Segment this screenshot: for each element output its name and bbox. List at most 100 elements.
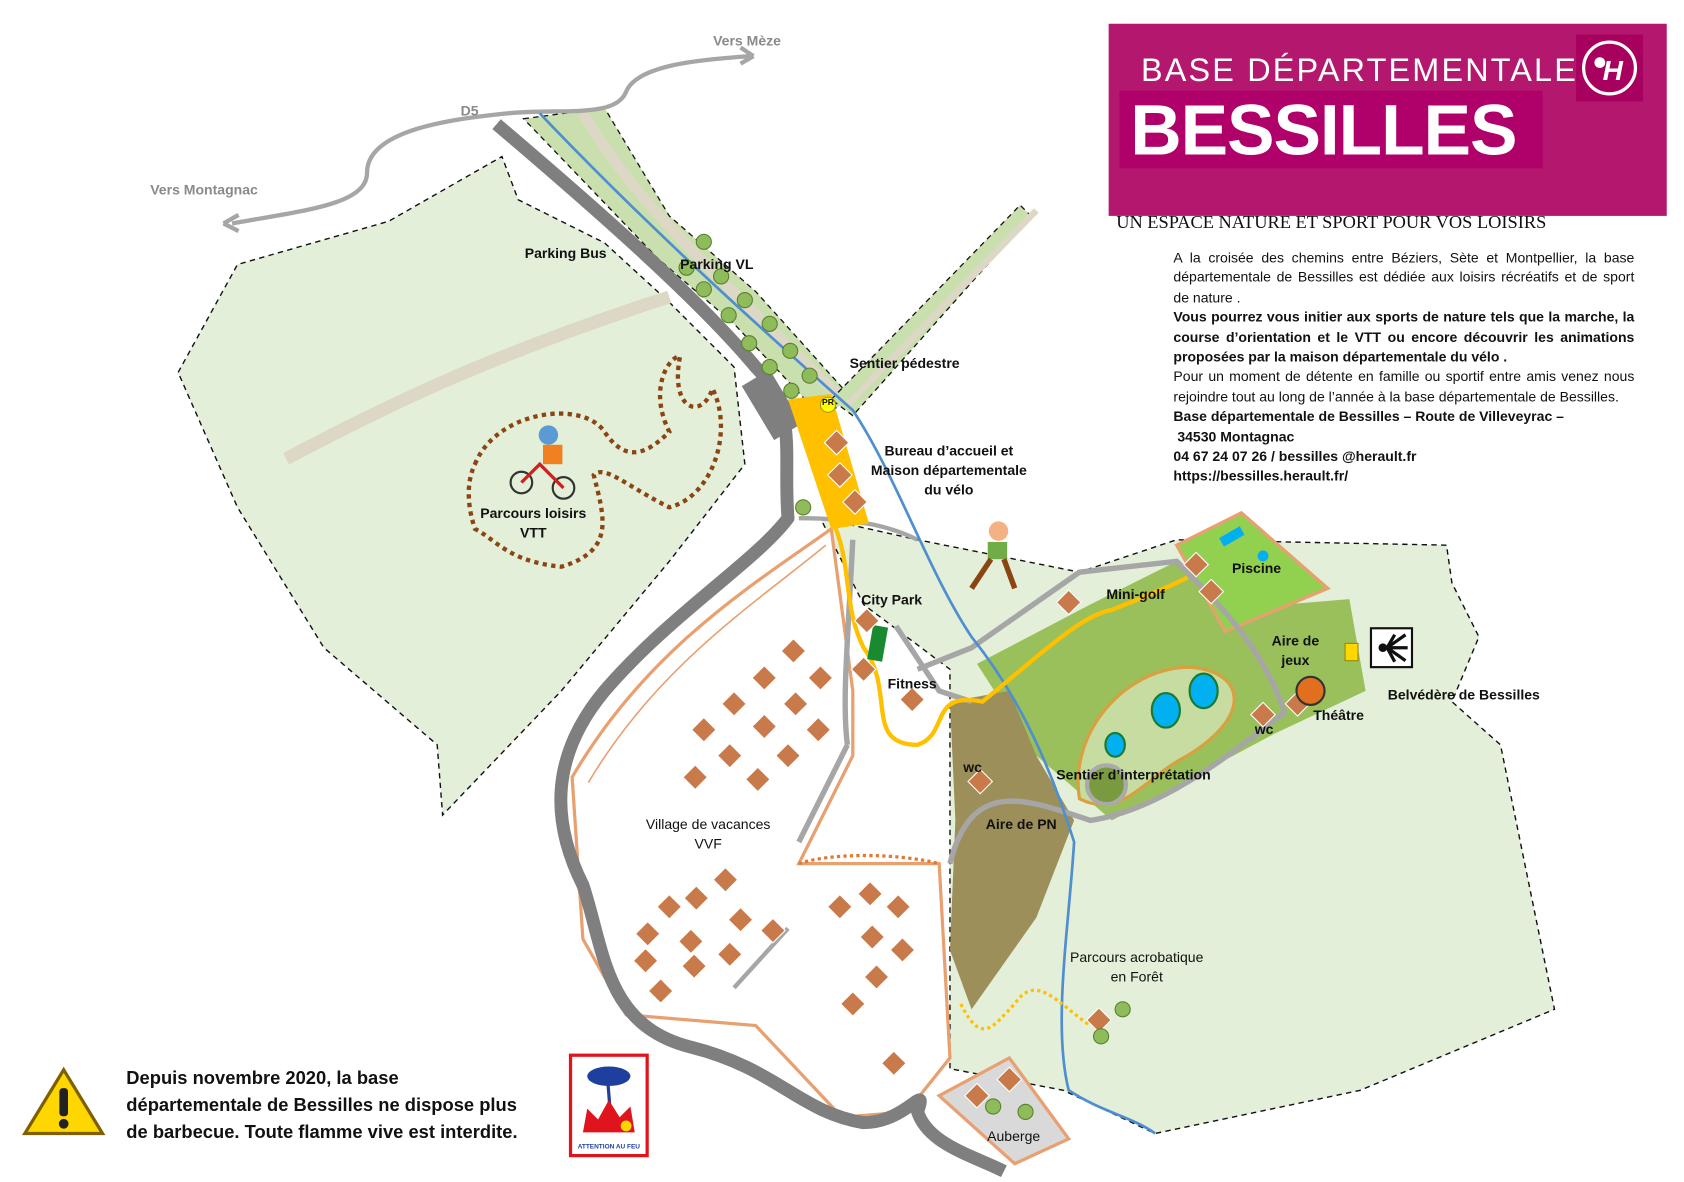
building [1250,701,1276,728]
belvedere-icon [1369,627,1414,669]
building [823,429,850,456]
cyclist-icon [509,425,576,500]
label-aire-pn: Aire de PN [985,816,1057,833]
building [647,978,674,1004]
building [751,713,778,740]
fire-warning-sign: ATTENTION AU FEU [568,1053,649,1158]
building [634,920,661,947]
label-vtt-line: VTT [520,524,547,541]
fire-tree-icon [582,1066,635,1133]
building [751,664,778,691]
intro-text: A la croisée des chemins entre Béziers, … [1173,248,1634,486]
intro-paragraph: Pour un moment de détente en famille ou … [1173,368,1635,405]
building [1085,1007,1112,1034]
tree-icon [795,499,812,516]
notice-line: Depuis novembre 2020, la base [126,1067,399,1089]
building [716,742,743,769]
building [1055,589,1082,616]
building [690,716,717,743]
building [841,488,868,515]
walking-path [829,517,1189,748]
header-title: BESSILLES [1130,89,1517,170]
label-acrobatique-line: Parcours acrobatique [1070,948,1204,966]
label-bureau-line: Bureau d’accueil et [884,442,1014,459]
building [721,690,748,717]
label-bureau-line: du vélo [924,481,974,498]
building [683,885,710,912]
notice-line: de barbecue. Toute flamme vive est inter… [126,1121,518,1143]
label-acrobatique-line: en Forêt [1110,968,1163,985]
label-village: Village de vacances VVF [646,815,771,854]
label-wc: wc [963,758,982,776]
tree-icon [782,342,799,359]
building [681,953,708,980]
building [805,716,832,743]
label-vtt: Parcours loisirs VTT [480,504,586,543]
contact-info: 04 67 24 07 26 / bessilles @herault.fr [1173,448,1417,465]
building [780,637,807,664]
label-parking-bus: Parking Bus [524,245,607,262]
building [744,766,771,793]
label-city-park: City Park [861,591,923,608]
label-aire-jeux-line: Aire de [1271,632,1320,649]
building [782,690,809,717]
barbecue-notice: Depuis novembre 2020, la base départemen… [126,1064,517,1145]
label-mini-golf: Mini-golf [1106,586,1165,603]
building [967,768,994,795]
building [677,928,704,955]
tree-icon [801,367,818,384]
d5-road [231,53,751,226]
building [1183,551,1210,578]
building [716,941,743,968]
building [885,893,912,920]
tree-icon [783,382,800,399]
label-acrobatique: Parcours acrobatique en Forêt [1070,948,1203,987]
intro-paragraph: A la croisée des chemins entre Béziers, … [1173,249,1635,306]
tree-icon [736,292,753,309]
building [712,866,739,893]
building [853,607,880,634]
notice-line: départementale de Bessilles ne dispose p… [126,1094,517,1116]
label-piscine: Piscine [1231,560,1282,577]
building [632,947,659,974]
building [857,880,884,907]
tree-icon [985,1098,1002,1115]
building [826,893,853,920]
tree-icon [678,259,695,276]
label-parking-vl: Parking VL [680,255,754,273]
label-auberge: Auberge [987,1128,1041,1145]
village-zone [570,526,952,1119]
tree-icon [695,233,712,250]
building [1198,578,1225,605]
building [807,664,834,691]
sentier-pedestre-strip [830,204,1032,417]
building [880,1050,907,1077]
building [859,924,886,950]
tree-icon [713,268,730,285]
label-aire-jeux-line: jeux [1281,652,1310,669]
website-link[interactable]: https://bessilles.herault.fr/ [1173,467,1349,485]
label-bureau: Bureau d’accueil et Maison départemental… [871,442,1027,500]
building [826,462,853,488]
tree-icon [720,307,737,324]
tree-icon [741,335,758,352]
tree-icon [1092,1028,1110,1045]
building [996,1066,1023,1093]
label-village-line: VVF [694,835,722,852]
hiker-icon [969,521,1018,590]
building [727,906,754,933]
label-fitness: Fitness [887,675,937,692]
label-bureau-line: Maison départementale [870,462,1027,479]
label-vers-montagnac: Vers Montagnac [150,181,258,198]
building [863,963,890,990]
building [889,936,916,963]
building [775,742,802,769]
tree-icon [695,281,712,298]
warning-icon [21,1066,106,1136]
auberge-zone [936,1055,1072,1166]
label-sentier-pedestre: Sentier pédestre [849,355,960,372]
label-theatre: Théâtre [1313,707,1364,724]
label-pr: PR [821,397,834,407]
intro-paragraph-bold: Vous pourrez vous initier aux sports de … [1173,308,1635,365]
